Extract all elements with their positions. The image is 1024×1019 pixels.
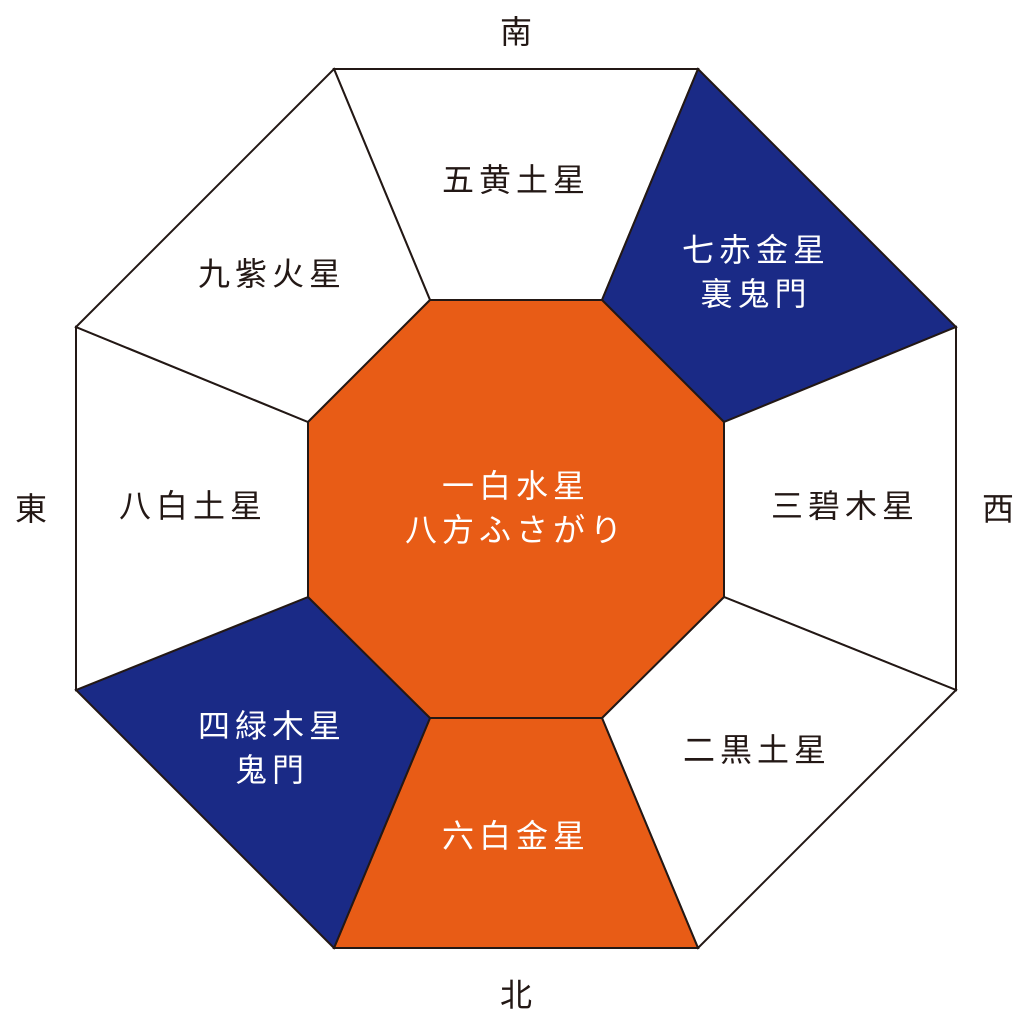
sector-east-label: 八白土星 xyxy=(119,484,267,528)
center-label: 一白水星 八方ふさがり xyxy=(405,464,627,552)
sector-south-label: 五黄土星 xyxy=(442,158,590,202)
sector-northeast-label: 四緑木星 鬼門 xyxy=(198,704,346,792)
sector-northwest-label: 二黒土星 xyxy=(683,728,831,772)
center-note: 八方ふさがり xyxy=(404,511,628,549)
sector-south-star: 五黄土星 xyxy=(441,161,591,199)
center-star: 一白水星 xyxy=(441,467,591,505)
sector-north-label: 六白金星 xyxy=(442,814,590,858)
sector-southeast-label: 九紫火星 xyxy=(198,252,346,296)
direction-north: 北 xyxy=(499,976,533,1014)
sector-northeast-star: 四緑木星 xyxy=(197,707,347,745)
sector-southwest-note: 裏鬼門 xyxy=(700,275,812,313)
sector-southwest-label: 七赤金星 裏鬼門 xyxy=(682,228,830,316)
center-octagon xyxy=(307,299,725,719)
sector-west-label: 三碧木星 xyxy=(771,484,919,528)
sector-east-star: 八白土星 xyxy=(118,487,268,525)
direction-east: 東 xyxy=(14,490,48,528)
sector-north-star: 六白金星 xyxy=(441,817,591,855)
sector-northwest-star: 二黒土星 xyxy=(682,731,832,769)
sector-southeast-star: 九紫火星 xyxy=(197,255,347,293)
direction-south: 南 xyxy=(499,13,533,51)
sector-west-star: 三碧木星 xyxy=(770,487,920,525)
sector-southwest-star: 七赤金星 xyxy=(681,231,831,269)
sector-northeast-note: 鬼門 xyxy=(234,751,310,789)
direction-west: 西 xyxy=(981,490,1015,528)
